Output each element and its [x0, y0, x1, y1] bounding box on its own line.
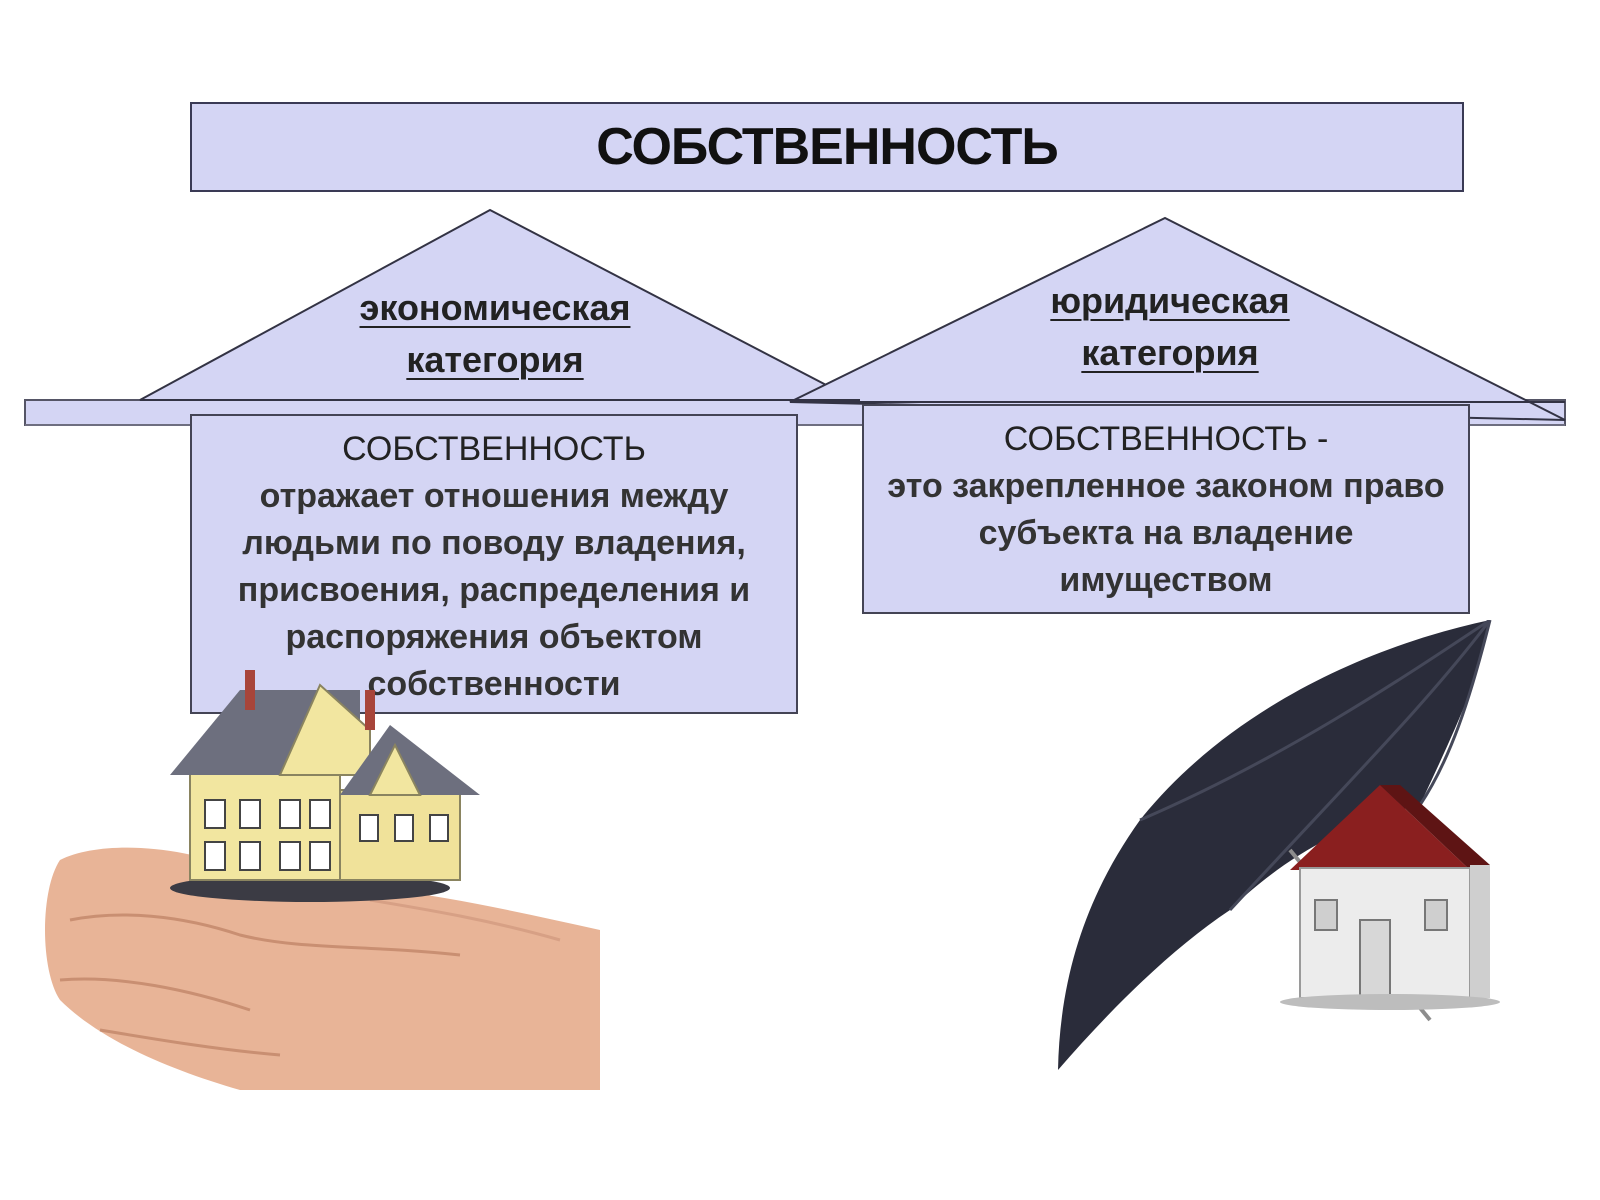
economic-label-line1: экономическая — [359, 287, 631, 328]
legal-definition-lead: СОБСТВЕННОСТЬ - — [1003, 420, 1329, 458]
economic-definition-box: СОБСТВЕННОСТЬ отражает отношения между л… — [190, 414, 798, 714]
legal-label-line2: категория — [1081, 332, 1259, 373]
umbrella-over-house-illustration — [1058, 620, 1500, 1070]
white-house-icon — [1280, 785, 1500, 1010]
legal-definition-box: СОБСТВЕННОСТЬ - это закрепленное законом… — [862, 404, 1470, 614]
legal-label-line1: юридическая — [1050, 280, 1290, 321]
page-title: СОБСТВЕННОСТЬ — [596, 118, 1059, 176]
legal-category-label: юридическая категория — [980, 275, 1360, 379]
yellow-house-icon — [170, 670, 480, 902]
economic-label-line2: категория — [406, 339, 584, 380]
economic-definition-text: отражает отношения между людьми по повод… — [237, 477, 751, 703]
economic-definition-lead: СОБСТВЕННОСТЬ — [342, 430, 646, 468]
title-box: СОБСТВЕННОСТЬ — [190, 102, 1464, 192]
legal-definition-text: это закрепленное законом право субъекта … — [887, 467, 1445, 599]
hands-holding-house-illustration — [45, 670, 600, 1090]
economic-category-label: экономическая категория — [300, 282, 690, 386]
hands-icon — [45, 847, 600, 1090]
